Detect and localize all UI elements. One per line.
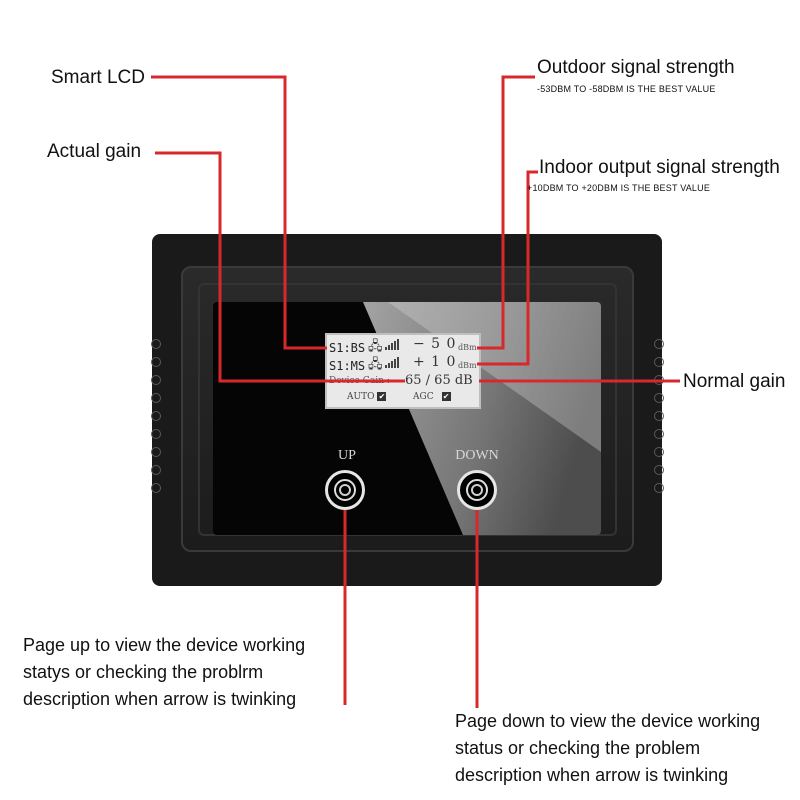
actual-gain-label: Actual gain	[47, 141, 142, 162]
vent	[151, 375, 161, 385]
outdoor-signal-label: Outdoor signal strength	[537, 57, 735, 78]
vent	[151, 357, 161, 367]
lcd-outdoor-value: − 5 0	[413, 336, 457, 352]
down-button-description: Page down to view the device working sta…	[455, 708, 760, 789]
vent	[151, 483, 161, 493]
down-description-line: status or checking the problem	[455, 738, 701, 758]
vent	[654, 465, 664, 475]
vent	[654, 393, 664, 403]
vent	[151, 465, 161, 475]
down-description-line: Page down to view the device working	[455, 711, 761, 731]
lcd-agc-option: AGC ✔	[413, 392, 451, 402]
vent	[151, 411, 161, 421]
vent	[151, 393, 161, 403]
up-button[interactable]	[325, 470, 365, 510]
vent	[654, 411, 664, 421]
normal-gain-label: Normal gain	[683, 371, 786, 392]
down-button[interactable]	[457, 470, 497, 510]
signal-bars-icon	[385, 339, 399, 350]
vent	[151, 429, 161, 439]
vent	[654, 447, 664, 457]
lcd-row1-label: S1:BS	[329, 341, 366, 355]
lcd-row2-label: S1:MS	[329, 359, 366, 373]
smart-lcd-label: Smart LCD	[51, 67, 145, 88]
signal-bars-icon	[385, 357, 399, 368]
device-inner-frame	[198, 283, 617, 536]
lcd-agc-label: AGC	[413, 392, 434, 402]
down-description-line: description when arrow is twinking	[455, 765, 729, 785]
leader-actual-gain	[155, 151, 405, 383]
lcd-device-gain-value: 65 / 65 dB	[405, 373, 473, 388]
up-button-label: UP	[338, 448, 356, 463]
antenna-icon: 🖧	[368, 357, 383, 372]
leader-outdoor-signal	[477, 75, 535, 350]
down-button-label: DOWN	[455, 448, 499, 463]
vent	[654, 429, 664, 439]
vent	[151, 339, 161, 349]
lcd-indoor-value: + 1 0	[413, 354, 457, 370]
checkbox-checked-icon: ✔	[441, 392, 451, 401]
up-description-line: description when arrow is twinking	[23, 689, 297, 709]
up-description-line: statys or checking the problrm	[23, 662, 264, 682]
up-button-description: Page up to view the device working staty…	[23, 632, 305, 713]
up-description-line: Page up to view the device working	[23, 635, 306, 655]
indoor-signal-label: Indoor output signal strength	[539, 157, 780, 178]
smart-lcd-display: S1:BS 🖧 − 5 0 dBm S1:MS 🖧 + 1 0 dBm Devi…	[325, 333, 481, 409]
vent	[654, 339, 664, 349]
antenna-icon: 🖧	[368, 339, 383, 354]
vent	[654, 357, 664, 367]
lcd-indoor-unit: dBm	[458, 361, 477, 370]
leader-smart-lcd	[151, 75, 327, 350]
lcd-auto-option: AUTO✔	[347, 392, 387, 402]
lcd-auto-label: AUTO	[347, 392, 375, 402]
checkbox-checked-icon: ✔	[377, 392, 387, 401]
leader-indoor-signal	[477, 170, 538, 366]
lcd-outdoor-unit: dBm	[458, 343, 477, 352]
indoor-signal-note: +10DBM TO +20DBM IS THE BEST VALUE	[527, 183, 711, 193]
outdoor-signal-note: -53DBM TO -58DBM IS THE BEST VALUE	[537, 84, 716, 94]
vent	[151, 447, 161, 457]
vent	[654, 483, 664, 493]
